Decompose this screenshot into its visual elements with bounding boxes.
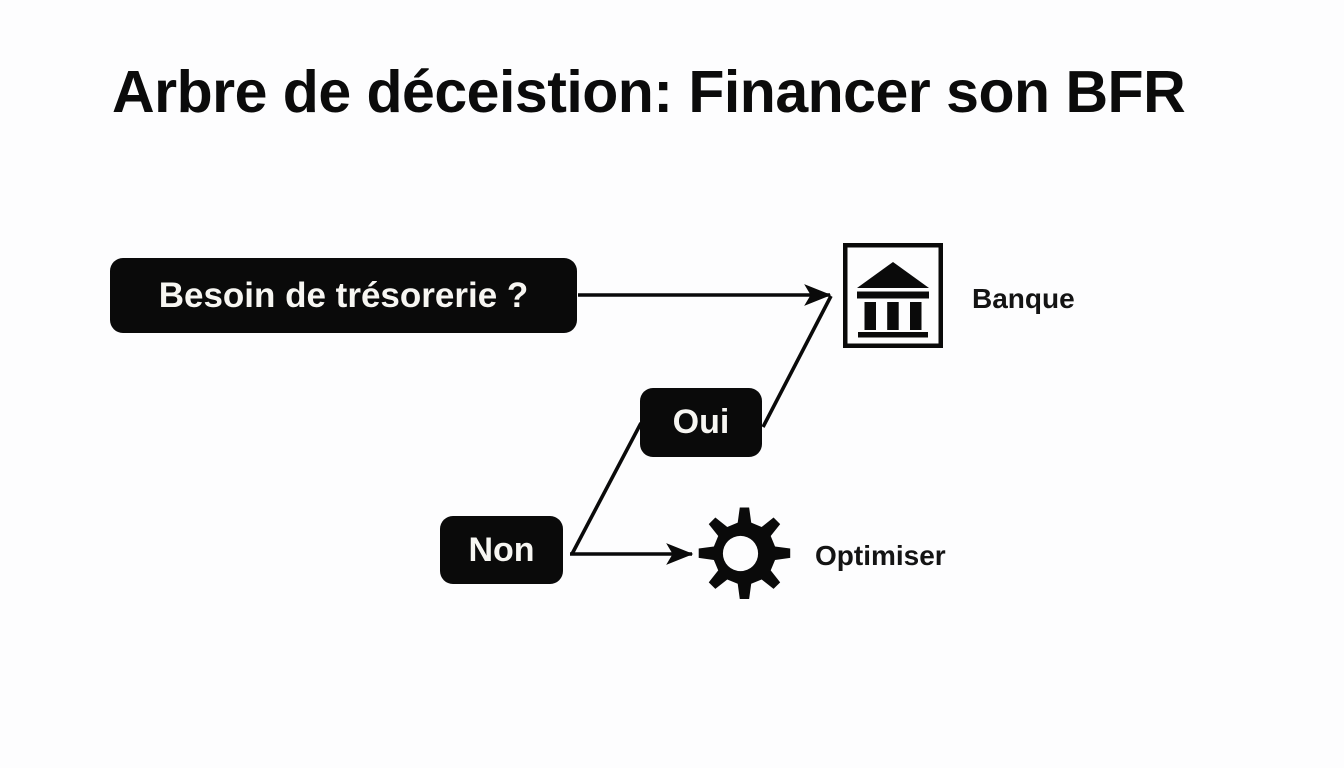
outcome-label-optimiser: Optimiser	[815, 540, 946, 571]
node-oui-label: Oui	[672, 403, 730, 441]
node-oui[interactable]: Oui	[640, 388, 762, 457]
connector-yes-to-bank	[761, 295, 833, 428]
node-non-label: Non	[468, 530, 535, 569]
node-besoin-de-tresorerie[interactable]: Besoin de trésorerie ?	[110, 258, 577, 333]
bank-icon	[843, 243, 943, 348]
gear-icon	[698, 507, 791, 599]
node-question-label: Besoin de trésorerie ?	[158, 275, 529, 315]
connector-no-to-yes	[570, 422, 643, 555]
page-title: Arbre de déceistion: Financer son BFR	[112, 59, 1186, 125]
outcome-label-banque: Banque	[972, 283, 1075, 314]
node-non[interactable]: Non	[440, 516, 563, 584]
